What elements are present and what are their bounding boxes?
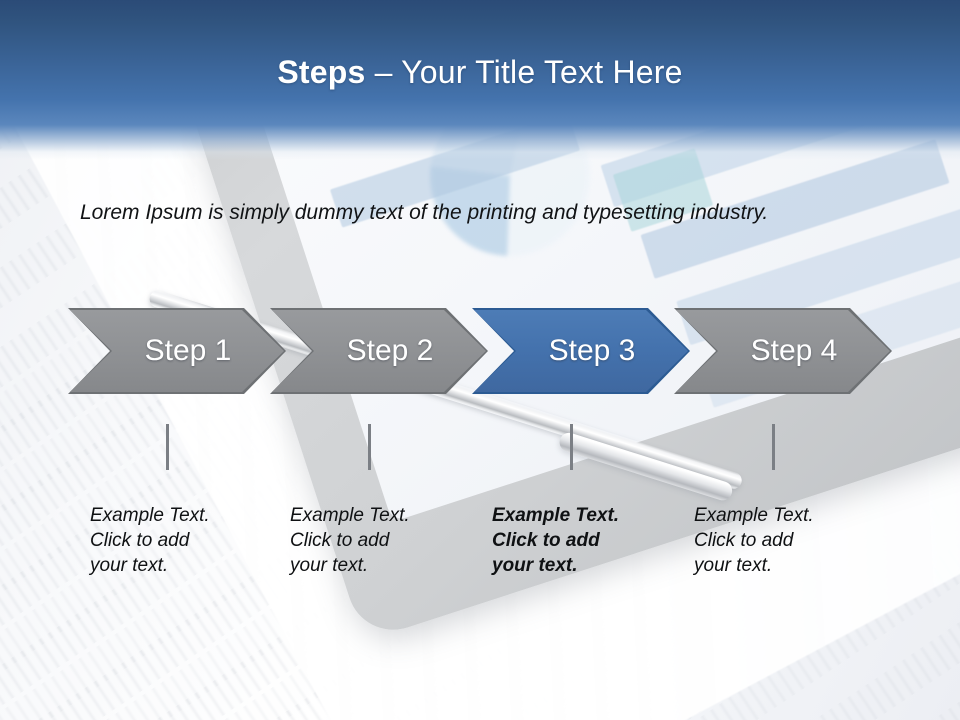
body-paragraph: Lorem Ipsum is simply dummy text of the … (80, 201, 769, 224)
caption-step-3-line-1: Example Text. (492, 505, 620, 526)
connector-tick-2 (368, 424, 371, 470)
caption-step-2-line-2: Click to add (290, 530, 390, 551)
title-band (0, 0, 960, 160)
caption-step-4-line-2: Click to add (694, 530, 794, 551)
process-chevron-row: Step 1 Step 2 Step 3 Step 4 (0, 308, 960, 396)
caption-step-1-line-3: your text. (90, 555, 169, 576)
page-title-bold: Steps (277, 54, 366, 90)
chevron-step-2[interactable]: Step 2 (272, 310, 486, 392)
caption-step-2[interactable]: Example Text. Click to add your text. (290, 503, 470, 578)
chevron-step-3-label: Step 3 (548, 334, 636, 367)
connector-tick-1 (166, 424, 169, 470)
chevron-step-4[interactable]: Step 4 (676, 310, 890, 392)
page-title: Steps – Your Title Text Here (0, 52, 960, 92)
chevron-step-1[interactable]: Step 1 (70, 310, 284, 392)
page-title-rest: – Your Title Text Here (365, 54, 683, 90)
caption-step-3-line-3: your text. (492, 555, 578, 576)
caption-step-4[interactable]: Example Text. Click to add your text. (694, 503, 874, 578)
chevron-step-4-label: Step 4 (750, 334, 838, 367)
connector-tick-4 (772, 424, 775, 470)
caption-step-4-line-1: Example Text. (694, 505, 814, 526)
caption-step-1-line-2: Click to add (90, 530, 190, 551)
caption-step-1[interactable]: Example Text. Click to add your text. (90, 503, 270, 578)
caption-step-1-line-1: Example Text. (90, 505, 210, 526)
chevron-step-3[interactable]: Step 3 (474, 310, 688, 392)
caption-step-2-line-1: Example Text. (290, 505, 410, 526)
connector-tick-3 (570, 424, 573, 470)
caption-step-3-line-2: Click to add (492, 530, 600, 551)
caption-step-3[interactable]: Example Text. Click to add your text. (492, 503, 672, 578)
caption-step-4-line-3: your text. (694, 555, 773, 576)
caption-step-2-line-3: your text. (290, 555, 369, 576)
chevron-step-2-label: Step 2 (346, 334, 434, 367)
chevron-step-1-label: Step 1 (144, 334, 232, 367)
